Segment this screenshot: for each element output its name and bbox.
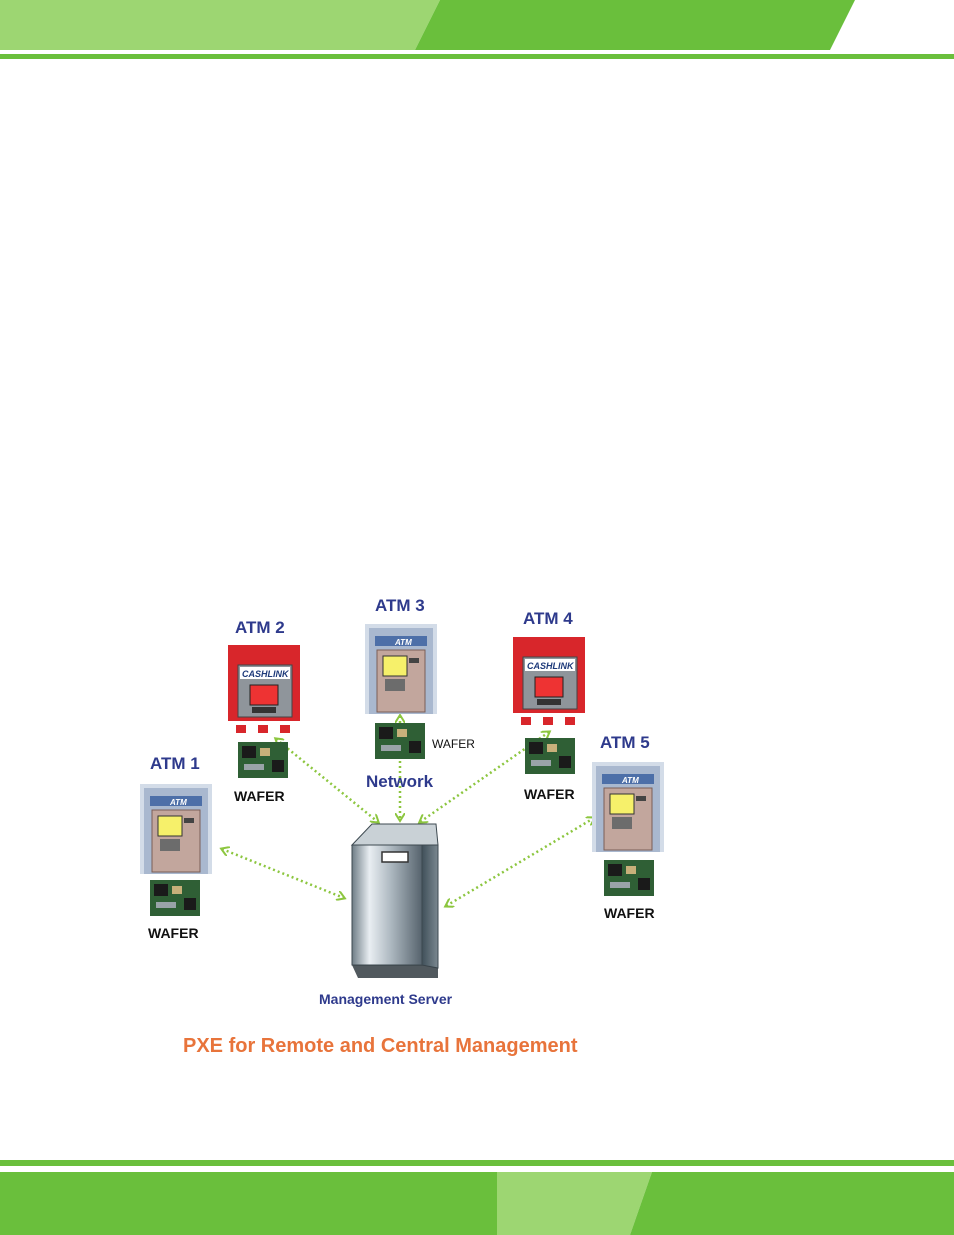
wafer-4-label: WAFER	[524, 786, 575, 802]
atm-5-label: ATM 5	[600, 733, 650, 752]
arrow-atm5-server	[446, 818, 594, 906]
atm-4-label: ATM 4	[523, 609, 573, 628]
atm-kiosk-4: CASHLINK	[513, 637, 585, 725]
wafer-2-label: WAFER	[234, 788, 285, 804]
arrow-atm2-server	[276, 739, 378, 822]
atm-3-label: ATM 3	[375, 596, 425, 615]
wafer-board-3	[375, 723, 425, 759]
atm-1-label: ATM 1	[150, 754, 200, 773]
atm-kiosk-5: ATM	[592, 762, 664, 852]
wafer-board-5	[604, 860, 654, 896]
wafer-board-4	[525, 738, 575, 774]
svg-text:ATM: ATM	[394, 638, 412, 647]
page-footer-band	[0, 1160, 954, 1235]
atm-2-label: ATM 2	[235, 618, 285, 637]
wafer-board-2	[238, 742, 288, 778]
atm-kiosk-2: CASHLINK	[228, 645, 300, 733]
svg-text:ATM: ATM	[169, 798, 187, 807]
svg-text:CASHLINK: CASHLINK	[242, 669, 290, 679]
network-label: Network	[366, 772, 434, 791]
wafer-1-label: WAFER	[148, 925, 199, 941]
wafer-board-1	[150, 880, 200, 916]
management-server	[350, 823, 439, 978]
atm-kiosk-3: ATM	[365, 624, 437, 714]
atm-kiosk-1: ATM	[140, 784, 212, 874]
figure-caption: PXE for Remote and Central Management	[183, 1035, 578, 1057]
wafer-5-label: WAFER	[604, 905, 655, 921]
wafer-3-label: WAFER	[432, 737, 475, 751]
page-header-band	[0, 0, 954, 59]
management-server-label: Management Server	[319, 991, 453, 1007]
arrow-atm1-server	[222, 849, 344, 898]
svg-text:CASHLINK: CASHLINK	[527, 661, 575, 671]
svg-text:ATM: ATM	[621, 776, 639, 785]
